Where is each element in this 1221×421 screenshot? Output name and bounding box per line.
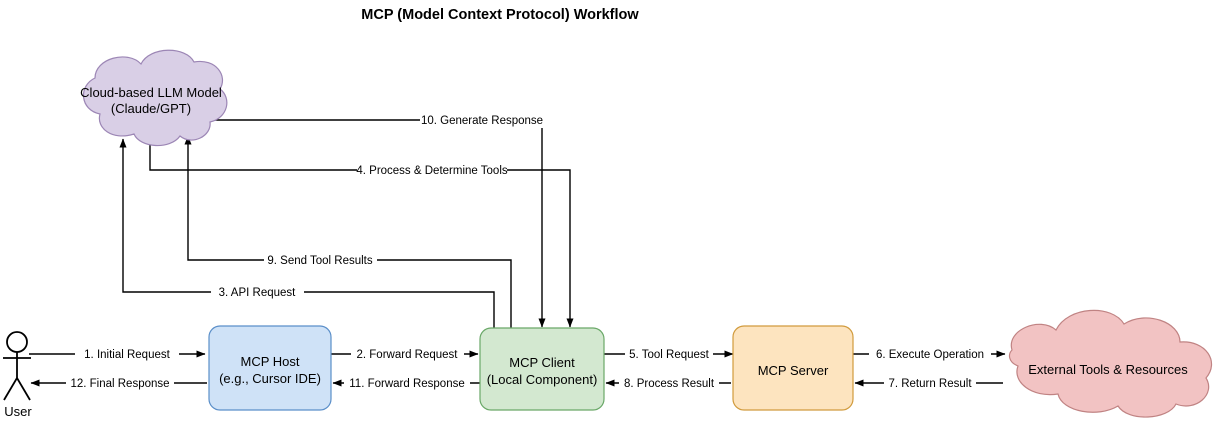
node-user-actor[interactable]: User: [3, 331, 32, 419]
svg-text:10. Generate Response: 10. Generate Response: [421, 115, 543, 127]
edge-label-1: 1. Initial Request: [75, 346, 179, 362]
svg-text:2. Forward Request: 2. Forward Request: [357, 349, 459, 361]
svg-text:4. Process & Determine Tools: 4. Process & Determine Tools: [356, 165, 508, 177]
svg-text:8. Process Result: 8. Process Result: [624, 378, 715, 390]
svg-text:7. Return Result: 7. Return Result: [888, 378, 972, 390]
edge-label-11: 11. Forward Response: [344, 375, 470, 391]
llm-cloud-label-line2: (Claude/GPT): [111, 101, 191, 116]
mcp-client-label-line1: MCP Client: [509, 355, 575, 370]
svg-text:1. Initial Request: 1. Initial Request: [84, 349, 170, 361]
edge-label-5: 5. Tool Request: [625, 346, 713, 362]
edge-label-6: 6. Execute Operation: [869, 346, 991, 362]
edge-label-7: 7. Return Result: [884, 375, 976, 391]
llm-cloud-label-line1: Cloud-based LLM Model: [80, 85, 222, 100]
edge-3-api-request: [119, 138, 495, 330]
edge-label-2: 2. Forward Request: [351, 346, 464, 362]
node-external-tools[interactable]: External Tools & Resources: [1008, 309, 1212, 418]
svg-text:9. Send Tool Results: 9. Send Tool Results: [267, 255, 373, 267]
edge-label-9: 9. Send Tool Results: [264, 252, 377, 268]
svg-text:12. Final Response: 12. Final Response: [70, 378, 169, 390]
mcp-server-label: MCP Server: [758, 363, 829, 378]
node-mcp-server[interactable]: MCP Server: [732, 325, 854, 411]
user-actor-label: User: [4, 404, 32, 419]
node-mcp-client[interactable]: MCP Client (Local Component): [479, 327, 605, 411]
page-title: MCP (Model Context Protocol) Workflow: [361, 7, 639, 23]
edge-label-12: 12. Final Response: [66, 375, 174, 391]
edge-label-4: 4. Process & Determine Tools: [356, 162, 508, 178]
mcp-host-label-line1: MCP Host: [241, 354, 300, 369]
node-llm-cloud[interactable]: Cloud-based LLM Model (Claude/GPT): [80, 49, 228, 147]
edge-label-10: 10. Generate Response: [420, 112, 544, 128]
mcp-host-label-line2: (e.g., Cursor IDE): [219, 371, 321, 386]
edge-label-3: 3. API Request: [211, 284, 304, 300]
external-tools-label: External Tools & Resources: [1028, 362, 1188, 377]
svg-text:3. API Request: 3. API Request: [219, 287, 297, 299]
svg-text:6. Execute Operation: 6. Execute Operation: [876, 349, 984, 361]
node-mcp-host[interactable]: MCP Host (e.g., Cursor IDE): [208, 325, 332, 411]
svg-text:5. Tool Request: 5. Tool Request: [629, 349, 710, 361]
svg-text:11. Forward Response: 11. Forward Response: [349, 378, 464, 390]
edge-label-8: 8. Process Result: [619, 375, 719, 391]
mcp-client-label-line2: (Local Component): [487, 372, 598, 387]
